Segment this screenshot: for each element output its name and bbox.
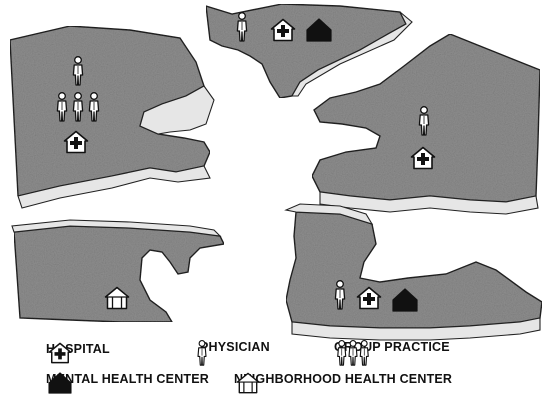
legend-group-practice: GROUP PRACTICE <box>334 340 450 354</box>
physician-icon <box>196 340 208 366</box>
region-left-upper <box>10 26 214 208</box>
hospital-icon <box>46 342 74 364</box>
legend-hospital: HOSPITAL <box>46 342 110 356</box>
legend-neighborhood-health-center: NEIGHBORHOOD HEALTH CENTER <box>234 372 452 386</box>
neighborhood-health-center-icon <box>234 372 262 394</box>
mental-health-center-icon <box>46 372 74 394</box>
legend-label-neighborhood-health-center: NEIGHBORHOOD HEALTH CENTER <box>234 372 452 386</box>
region-right-lower <box>286 204 542 340</box>
legend-mental-health-center: MENTAL HEALTH CENTER <box>46 372 209 386</box>
group-practice-icon <box>334 340 372 366</box>
group-practice-icon <box>57 93 98 121</box>
legend-physician: PHYSICIAN <box>196 340 270 354</box>
legend-label-physician: PHYSICIAN <box>200 340 270 354</box>
